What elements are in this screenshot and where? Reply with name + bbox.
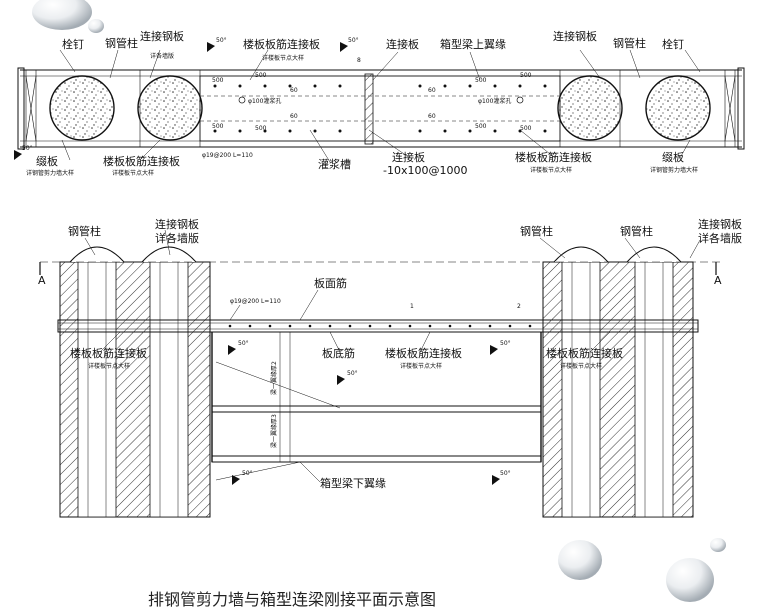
section-mark-a-left: A xyxy=(38,274,46,287)
label-slab-rebar-connection-br: 楼板板筋连接板 xyxy=(515,150,592,164)
dim-500: 500 xyxy=(255,72,267,79)
section-view xyxy=(39,229,720,518)
label-stud-spec-section: φ19@200 L=110 xyxy=(230,298,281,305)
note-connection-plate-right: 详各墙版 xyxy=(698,231,742,245)
label-connection-plate-bottom: 连接板 xyxy=(392,150,425,164)
label-connection-plate-size: -10x100@1000 xyxy=(383,164,467,177)
weld-symbol: 50° xyxy=(500,340,511,347)
water-drop-icon xyxy=(32,0,92,30)
label-stud-spec: φ19@200 L=110 xyxy=(202,152,253,159)
label-slab-rebar-connection: 楼板板筋连接板 xyxy=(243,37,320,51)
floor-slab xyxy=(57,319,699,333)
note-batten-right: 详钢管剪力墙大样 xyxy=(650,166,698,174)
diagram-caption: 排钢管剪力墙与箱型连梁刚接平面示意图 xyxy=(148,590,436,609)
weld-symbol: 50° xyxy=(22,145,33,152)
box-beam-bottom-flange xyxy=(211,455,542,463)
mark-8: 8 xyxy=(357,57,361,64)
steel-tube-column xyxy=(137,75,203,141)
dim-vertical-1: 梁一翼缘厚2 xyxy=(270,361,278,395)
plan-labels: 栓钉 钢管柱 连接钢板 详各墙版 楼板板筋连接板 详楼板节点大样 连接板 箱型梁… xyxy=(22,29,698,177)
weld-symbol: 50° xyxy=(216,37,227,44)
weld-symbol: 50° xyxy=(242,470,253,477)
dim-500: 500 xyxy=(475,123,487,130)
section-mark-a-right: A xyxy=(714,274,722,287)
dim-500: 500 xyxy=(212,77,224,84)
label-box-bottom-flange: 箱型梁下翼缘 xyxy=(320,476,386,490)
label-stud: 栓钉 xyxy=(62,37,84,51)
dim-60: 60 xyxy=(290,113,298,120)
dim-60: 60 xyxy=(428,113,436,120)
water-drop-icon xyxy=(666,558,714,602)
label-slab-top-rebar: 板面筋 xyxy=(314,276,347,290)
box-beam-plan xyxy=(199,75,561,142)
label-stud-right: 栓钉 xyxy=(662,37,684,51)
label-steel-tube-right-b: 钢管柱 xyxy=(620,224,653,238)
label-steel-tube-column: 钢管柱 xyxy=(105,36,138,50)
label-grout-slot: 灌浆槽 xyxy=(318,157,351,171)
box-beam-mid-plate xyxy=(211,405,542,413)
label-slab-bottom-rebar: 板底筋 xyxy=(322,346,355,360)
label-slab-rebar-connection-left: 楼板板筋连接板 xyxy=(70,346,147,360)
label-slab-rebar-connection-bottom: 楼板板筋连接板 xyxy=(103,154,180,168)
middle-connection-plate xyxy=(364,73,374,145)
plan-view xyxy=(14,42,745,163)
dim-500: 500 xyxy=(212,123,224,130)
weld-symbol: 50° xyxy=(238,340,249,347)
dim-60: 60 xyxy=(428,87,436,94)
label-batten: 缀板 xyxy=(36,154,58,168)
label-steel-tube-right: 钢管柱 xyxy=(613,36,646,50)
weld-symbol: 50° xyxy=(347,370,358,377)
dim-500: 500 xyxy=(520,125,532,132)
note-slab-rebar: 详楼板节点大样 xyxy=(262,54,304,62)
note-grout-hole: φ100灌浆孔 xyxy=(248,97,281,105)
label-connection-plate-right: 连接钢板 xyxy=(553,29,597,43)
note-connection-plate-left: 详各墙版 xyxy=(155,231,199,245)
label-steel-tube-left: 钢管柱 xyxy=(68,224,101,238)
mark-2: 2 xyxy=(517,303,521,310)
label-batten-right: 缀板 xyxy=(662,150,684,164)
steel-tube-column xyxy=(49,75,115,141)
label-connection-plate-left: 连接钢板 xyxy=(155,217,199,231)
note-slab-rebar-right: 详楼板节点大样 xyxy=(560,362,602,370)
dim-vertical-2: 梁一翼缘厚3 xyxy=(270,414,278,448)
note-grout-hole-right: φ100灌浆孔 xyxy=(478,97,511,105)
weld-symbol: 50° xyxy=(348,37,359,44)
dim-500: 500 xyxy=(255,125,267,132)
decorative-drops xyxy=(32,0,726,602)
note-slab-rebar-br: 详楼板节点大样 xyxy=(530,166,572,174)
label-connection-plate: 连接钢板 xyxy=(140,29,184,43)
label-connection-plate-middle: 连接板 xyxy=(386,37,419,51)
steel-tube-column xyxy=(557,75,623,141)
note-slab-rebar-left: 详楼板节点大样 xyxy=(88,362,130,370)
note-batten: 详钢管剪力墙大样 xyxy=(26,169,74,177)
label-steel-tube-right-a: 钢管柱 xyxy=(520,224,553,238)
note-connection-plate: 详各墙版 xyxy=(150,52,174,60)
dim-60: 60 xyxy=(290,87,298,94)
dim-500: 500 xyxy=(520,72,532,79)
steel-tube-column xyxy=(645,75,711,141)
label-slab-rebar-connection-mid: 楼板板筋连接板 xyxy=(385,346,462,360)
label-connection-plate-right: 连接钢板 xyxy=(698,217,742,231)
weld-symbol: 50° xyxy=(500,470,511,477)
water-drop-icon xyxy=(710,538,726,552)
label-slab-rebar-connection-right: 楼板板筋连接板 xyxy=(546,346,623,360)
section-labels: 钢管柱 连接钢板 详各墙版 板面筋 φ19@200 L=110 1 2 钢管柱 … xyxy=(38,217,742,490)
dim-500: 500 xyxy=(475,77,487,84)
water-drop-icon xyxy=(558,540,602,580)
mark-1: 1 xyxy=(410,303,414,310)
note-slab-rebar-mid: 详楼板节点大样 xyxy=(400,362,442,370)
note-slab-rebar-bottom: 详楼板节点大样 xyxy=(112,169,154,177)
water-drop-icon xyxy=(88,19,104,33)
label-box-top-flange: 箱型梁上翼缘 xyxy=(440,37,506,51)
